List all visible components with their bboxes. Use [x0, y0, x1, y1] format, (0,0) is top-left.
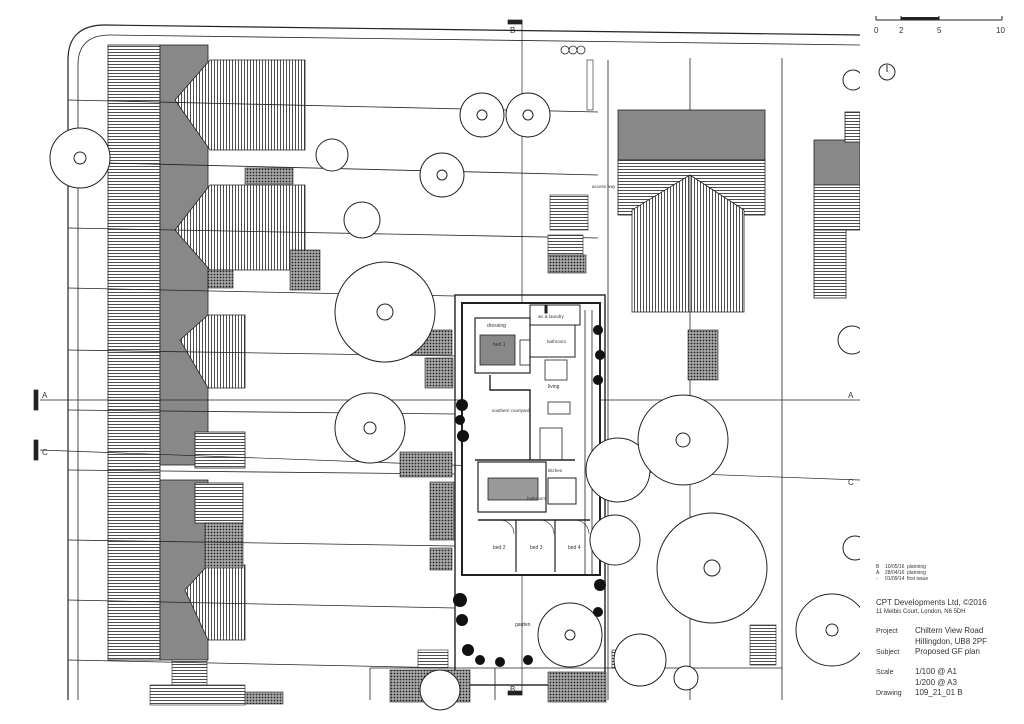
company-address: 11 Melbis Court, London, N6 5DH [876, 609, 966, 615]
project-label: Project [876, 628, 898, 635]
tree [637, 394, 729, 486]
tree [613, 633, 667, 687]
tree [459, 92, 505, 138]
room-label-bed2: bed 2 [493, 545, 506, 551]
room-label-access: access way [592, 184, 616, 189]
room-label-dressing: dressing [487, 323, 506, 329]
tree [795, 593, 860, 667]
trees [49, 69, 860, 711]
revision-date: 28/04/16 [885, 570, 905, 576]
room-label-courtyard: southern courtyard [492, 408, 530, 413]
tree [505, 92, 551, 138]
room-label-bathroom1: bathroom [547, 339, 566, 344]
room-label-garden: garden [515, 622, 531, 628]
north-arrow-icon [878, 63, 896, 81]
room-label-wc: wc & laundry [538, 314, 565, 319]
scale-tick: 5 [937, 26, 942, 35]
tree [842, 535, 860, 561]
revision-date: 01/09/14 [885, 576, 905, 582]
tree [537, 602, 603, 668]
room-label-bed3: bed 3 [530, 545, 543, 551]
subject-value: Proposed GF plan [915, 647, 980, 656]
site-plan-drawing: dressing bed 1 wc & laundry bathroom liv… [33, 19, 860, 711]
tree [49, 127, 111, 189]
room-labels: dressing bed 1 wc & laundry bathroom liv… [487, 184, 616, 628]
scale-label: Scale [876, 669, 894, 676]
company-name: CPT Developments Ltd, ©2016 [876, 598, 987, 607]
revision-desc: first issue [907, 576, 929, 582]
revision-code: A [876, 570, 880, 576]
tree [343, 201, 381, 239]
section-a-right: A [848, 391, 854, 400]
revision-date: 10/05/16 [885, 564, 905, 570]
project-line1: Chiltern View Road [915, 626, 984, 635]
tree [419, 152, 465, 198]
tree [419, 669, 461, 711]
tree [656, 512, 768, 624]
tree [837, 325, 860, 355]
scale-line2: 1/200 @ A3 [915, 678, 957, 687]
section-b-bottom: B [510, 685, 515, 694]
room-label-bed4: bed 4 [568, 545, 581, 551]
tree [673, 665, 699, 691]
tree [589, 514, 641, 566]
revision-desc: planning [907, 570, 926, 576]
hedges [453, 325, 606, 667]
drawing-number: 109_21_01 B [915, 688, 963, 697]
tree [315, 138, 349, 172]
room-label-kitchen: kitchen [548, 468, 563, 473]
section-c-right: C [848, 478, 854, 487]
scale-tick: 2 [899, 26, 904, 35]
revision-desc: planning [907, 564, 926, 570]
tree [842, 69, 860, 91]
section-b-top: B [510, 26, 515, 35]
terrace-houses-left [107, 44, 321, 706]
scale-bar [875, 16, 1003, 21]
road-edge [67, 24, 860, 700]
subject-label: Subject [876, 649, 900, 656]
revision-code: B [876, 564, 880, 570]
tree [334, 392, 406, 464]
section-a-left: A [42, 391, 48, 400]
neighbour-houses-right [389, 45, 860, 703]
section-markers: A A C C B B [42, 26, 854, 694]
room-label-bathroom2: bathroom [527, 496, 546, 501]
room-label-living: living [548, 384, 560, 390]
scale-tick: 0 [874, 26, 879, 35]
scale-line1: 1/100 @ A1 [915, 667, 957, 676]
tree [334, 261, 436, 363]
section-c-left: C [42, 448, 48, 457]
proposed-dwelling [454, 294, 606, 686]
drawing-label: Drawing [876, 690, 902, 697]
project-line2: Hillingdon, UB8 2PF [915, 637, 988, 646]
revision-code: - [876, 576, 878, 582]
scale-tick: 10 [996, 26, 1005, 35]
room-label-bed1: bed 1 [493, 342, 506, 348]
